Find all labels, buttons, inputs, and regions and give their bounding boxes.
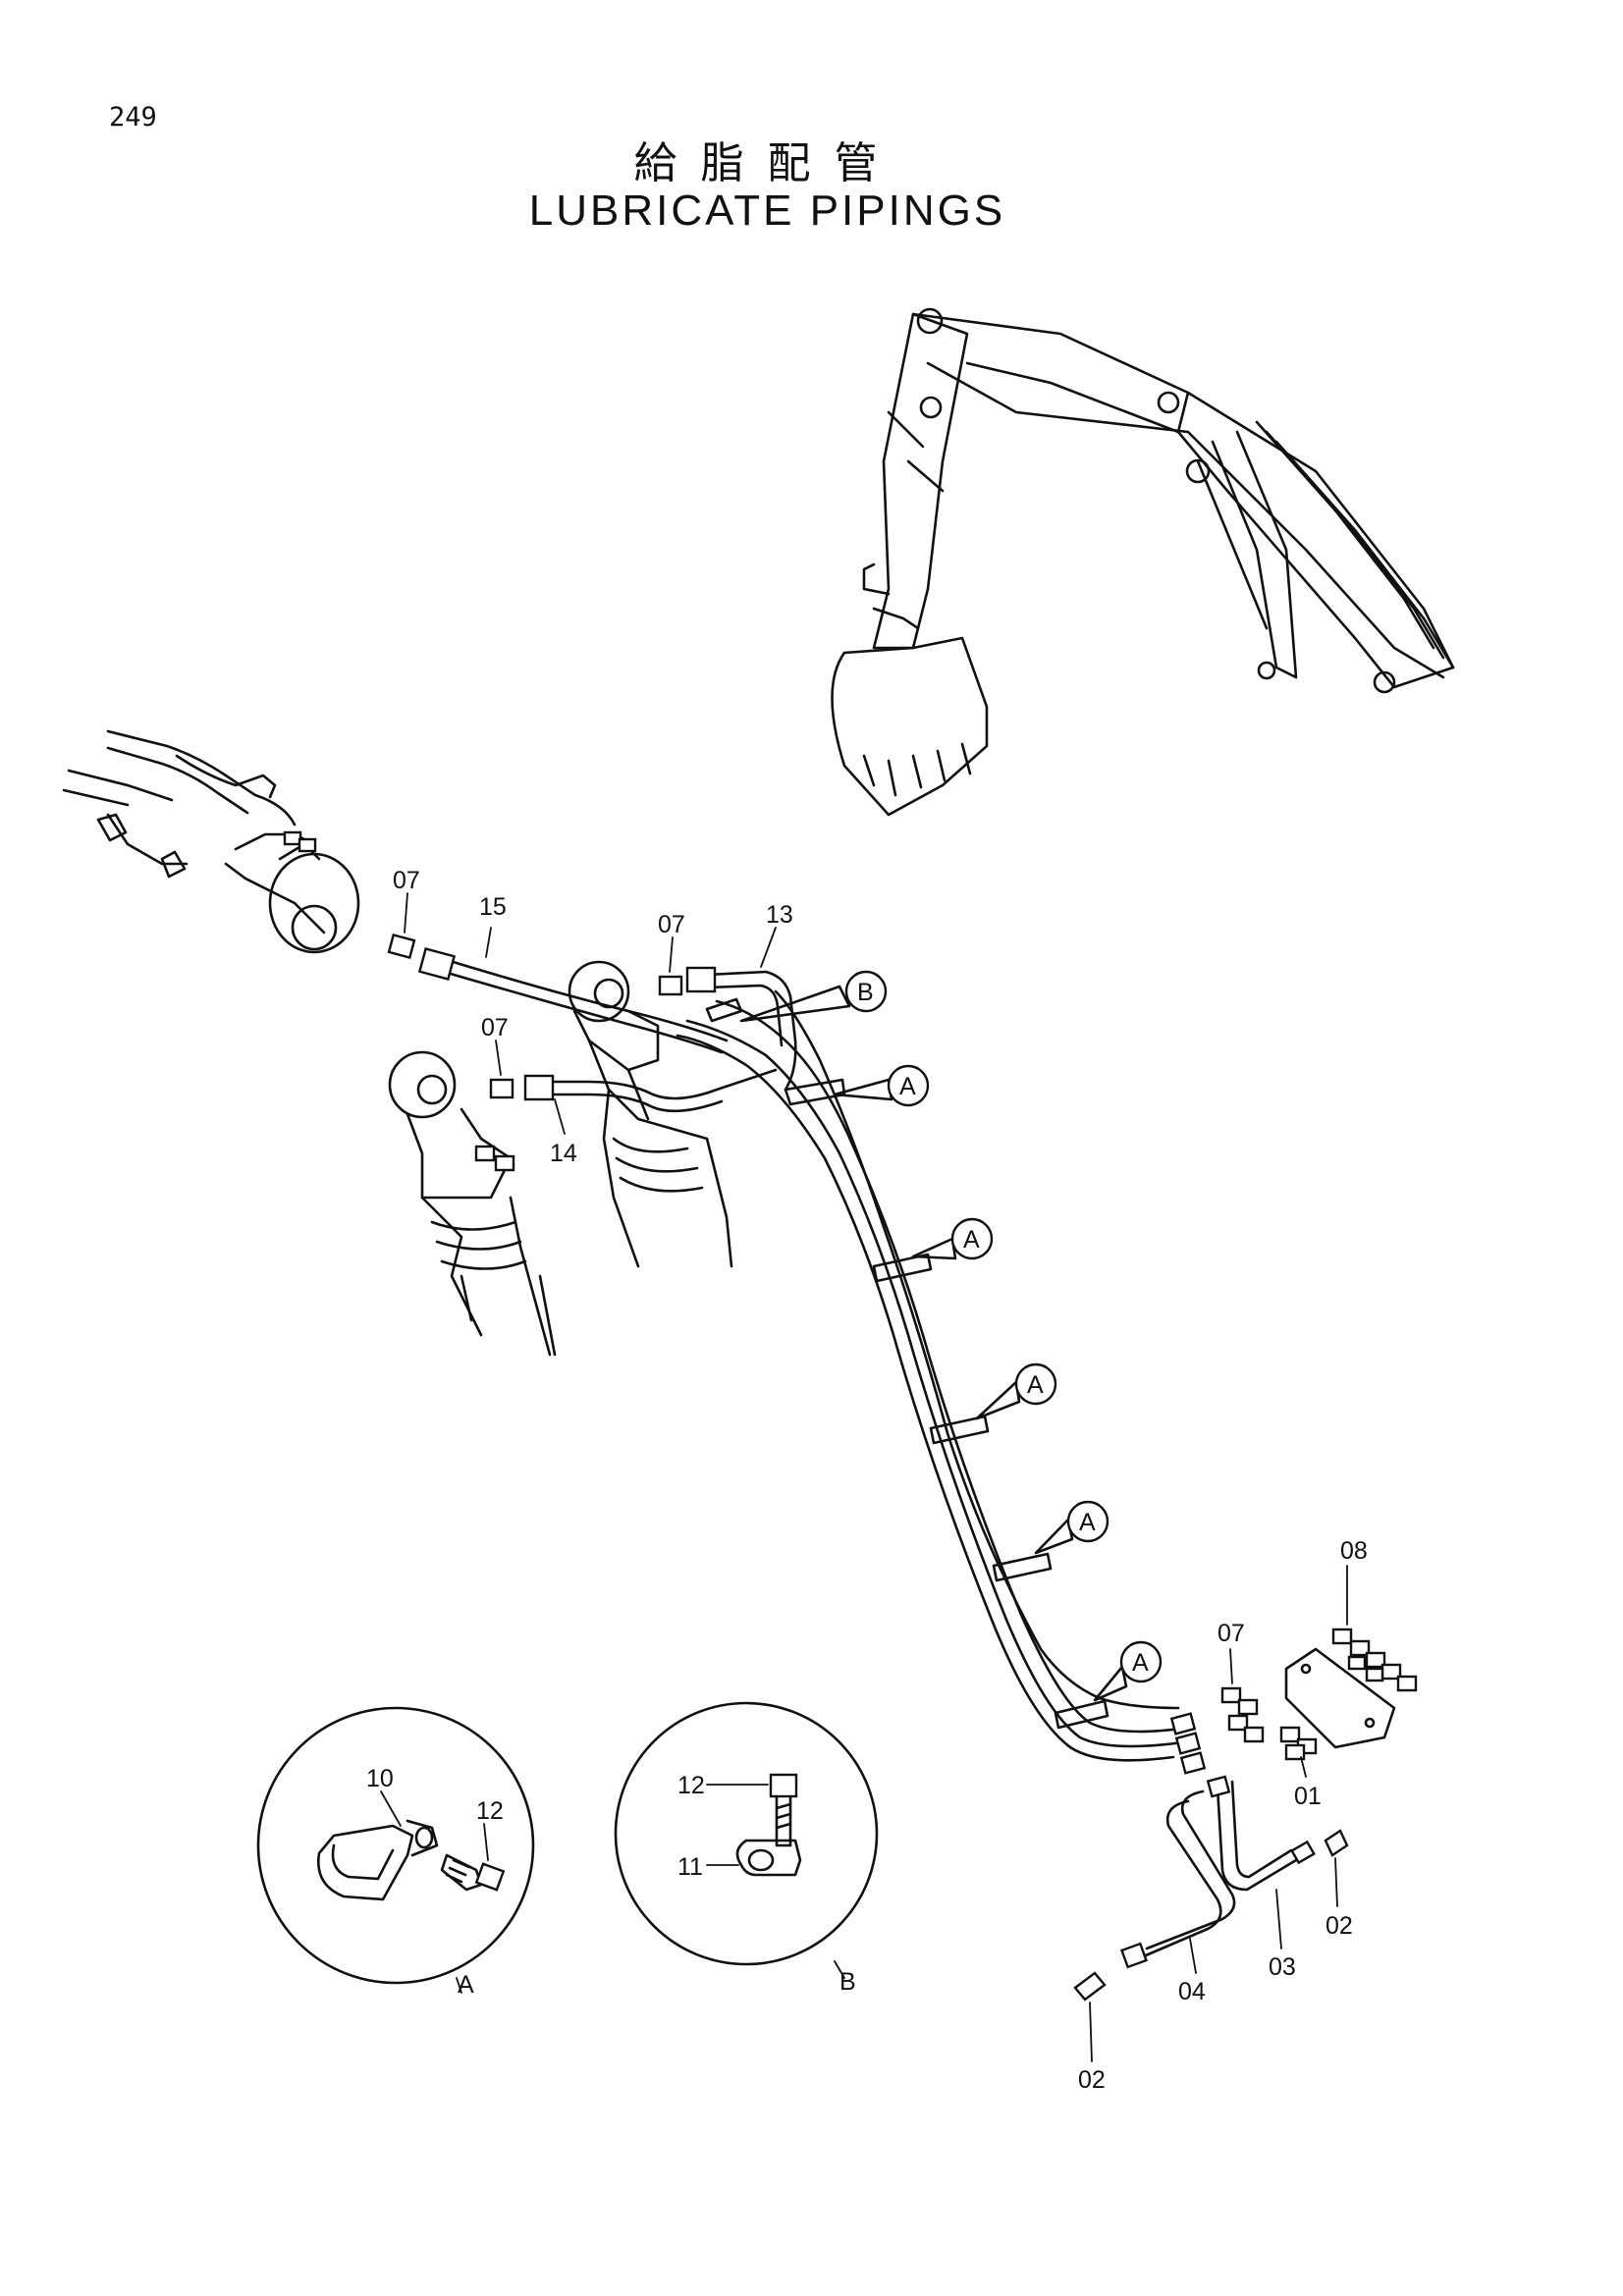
pipe-bundle: [676, 989, 1190, 1762]
detail-view-a: [256, 1706, 535, 1985]
bucket-cylinder-assembly: [388, 1050, 557, 1357]
leader-lines: [404, 892, 1348, 2062]
part-label-12: 12: [677, 1772, 705, 1799]
plugs-02: [1073, 1829, 1349, 2002]
pipe-03: [1216, 1780, 1316, 1892]
manifold-block: [1284, 1628, 1418, 1749]
arm-cylinder-assembly: [568, 960, 733, 1268]
callout-a-2: [911, 1217, 994, 1260]
hose-13: [685, 966, 797, 1092]
callout-label-a: A: [899, 1073, 916, 1100]
part-label-14: 14: [550, 1140, 577, 1167]
grease-fittings-07: [387, 933, 683, 1099]
callout-b: [739, 970, 888, 1023]
callout-label-a: A: [1079, 1509, 1096, 1536]
detail-view-label-a: A: [458, 1971, 474, 1999]
hose-15: [417, 947, 729, 1054]
hose-end-fittings: [1169, 1712, 1231, 1798]
boom-foot-cylinder-assembly: [62, 729, 360, 954]
part-label-01: 01: [1294, 1783, 1322, 1810]
callout-label-a: A: [1132, 1649, 1149, 1677]
part-label-13: 13: [766, 901, 793, 929]
callout-a-5: [1093, 1640, 1163, 1702]
title-japanese: 給脂配管: [633, 138, 901, 188]
part-label-11: 11: [677, 1853, 703, 1881]
callout-a-1: [833, 1064, 930, 1107]
pipe-04: [1119, 1789, 1236, 1969]
part-label-07: 07: [481, 1014, 509, 1041]
part-label-08: 08: [1340, 1537, 1368, 1565]
title-english: LUBRICATE PIPINGS: [528, 187, 1006, 235]
part-label-15: 15: [479, 893, 507, 921]
part-label-07: 07: [1217, 1620, 1245, 1647]
part-label-07: 07: [658, 911, 685, 938]
part-label-04: 04: [1178, 1978, 1206, 2005]
detail-view-b: [614, 1701, 879, 1966]
part-label-02: 02: [1078, 2066, 1106, 2094]
part-label-03: 03: [1269, 1953, 1296, 1981]
pipe-clamps: [705, 997, 1109, 1730]
callout-label-a: A: [963, 1226, 980, 1254]
part-label-07: 07: [393, 867, 420, 894]
fittings-07-right: [1220, 1686, 1265, 1743]
part-label-02: 02: [1325, 1912, 1353, 1940]
part-label-10: 10: [366, 1765, 394, 1792]
excavator-arm-overview: [831, 307, 1455, 817]
callout-label-a: A: [1027, 1371, 1044, 1399]
callout-a-4: [1034, 1500, 1109, 1555]
fittings-01: [1279, 1726, 1318, 1761]
part-label-12: 12: [476, 1797, 504, 1825]
callout-a-3: [975, 1362, 1057, 1420]
detail-view-leaders: [456, 1960, 845, 1994]
detail-view-label-b: B: [839, 1968, 856, 1996]
hose-14: [523, 1068, 778, 1113]
page-number: 249: [109, 102, 157, 133]
callout-label-b: B: [857, 979, 874, 1006]
